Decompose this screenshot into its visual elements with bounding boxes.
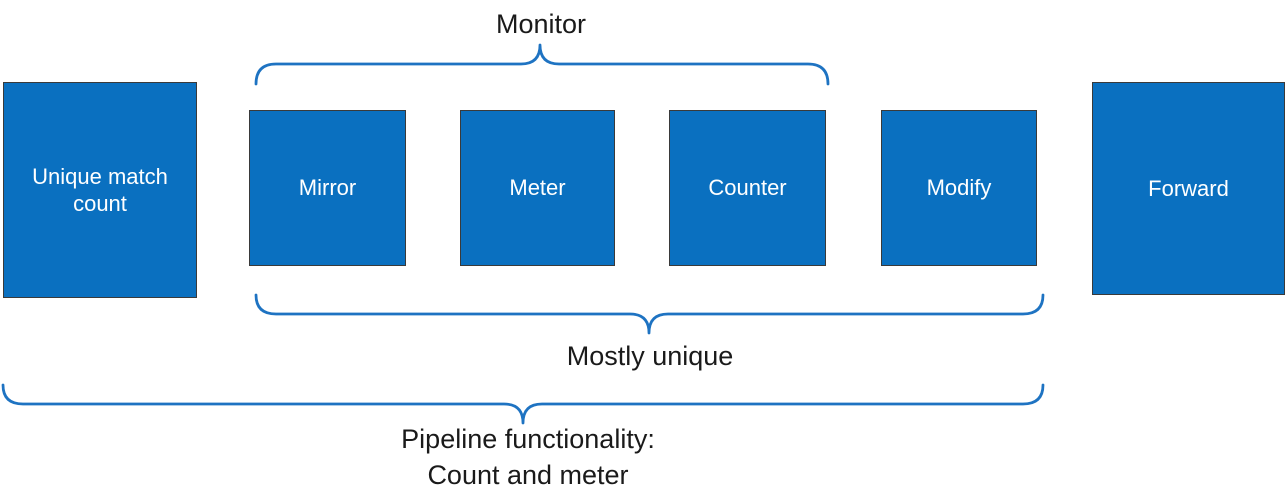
- counter-label: Counter: [708, 175, 787, 201]
- forward-label: Forward: [1148, 175, 1229, 201]
- unique-match-count-label: Unique match count: [32, 163, 168, 217]
- meter-label: Meter: [509, 175, 566, 201]
- meter-box: Meter: [460, 110, 615, 266]
- pipeline-brace: [1, 383, 1045, 425]
- monitor-brace: [254, 43, 830, 86]
- forward-box: Forward: [1092, 82, 1285, 295]
- monitor-annotation: Monitor: [495, 9, 587, 39]
- counter-box: Counter: [669, 110, 826, 266]
- modify-box: Modify: [881, 110, 1037, 266]
- modify-label: Modify: [926, 175, 992, 201]
- mirror-box: Mirror: [249, 110, 406, 266]
- mostly-unique-brace: [254, 293, 1045, 335]
- mirror-label: Mirror: [298, 175, 357, 201]
- mostly-unique-annotation: Mostly unique: [566, 341, 734, 371]
- pipeline-annotation-line2: Count and meter: [427, 460, 629, 490]
- unique-match-count-box: Unique match count: [3, 82, 197, 298]
- pipeline-annotation-line1: Pipeline functionality:: [401, 424, 655, 454]
- pipeline-annotation: Pipeline functionality: Count and meter: [401, 421, 655, 493]
